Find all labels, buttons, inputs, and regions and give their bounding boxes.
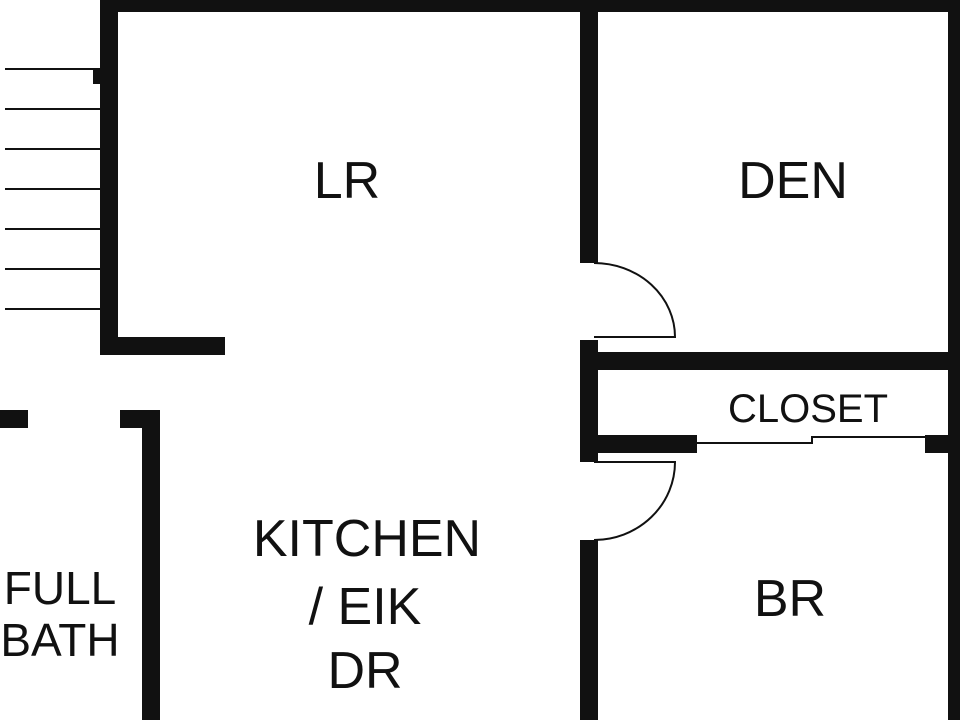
room-label-br: BR: [754, 570, 826, 628]
stair-tab: [93, 68, 101, 84]
bath-right-wall: [142, 410, 160, 720]
lr-left-wall: [100, 0, 118, 355]
lr-bottom-wall: [100, 337, 225, 355]
right-wall: [948, 0, 960, 720]
room-label-kitchen: KITCHEN: [253, 510, 481, 568]
room-label-den: DEN: [738, 152, 848, 210]
bath-top-wall-left: [0, 410, 28, 428]
br-door: [593, 461, 677, 541]
top-wall: [100, 0, 960, 12]
closet-sliding-doors: [697, 436, 925, 444]
room-label-dr: DR: [327, 642, 402, 700]
center-wall-upper: [580, 0, 598, 263]
center-wall-lower: [580, 540, 598, 720]
room-label-closet: CLOSET: [728, 387, 888, 431]
room-label-bath: BATH: [0, 614, 119, 666]
closet-bottom-wall-right: [925, 435, 948, 453]
room-label-eik: / EIK: [309, 578, 422, 636]
center-wall-middle: [580, 340, 598, 462]
room-label-full: FULL: [4, 562, 116, 614]
stairs: [5, 68, 100, 310]
room-label-lr: LR: [314, 152, 380, 210]
closet-bottom-wall-left: [598, 435, 697, 453]
den-door: [593, 262, 677, 338]
den-closet-wall: [598, 352, 948, 370]
